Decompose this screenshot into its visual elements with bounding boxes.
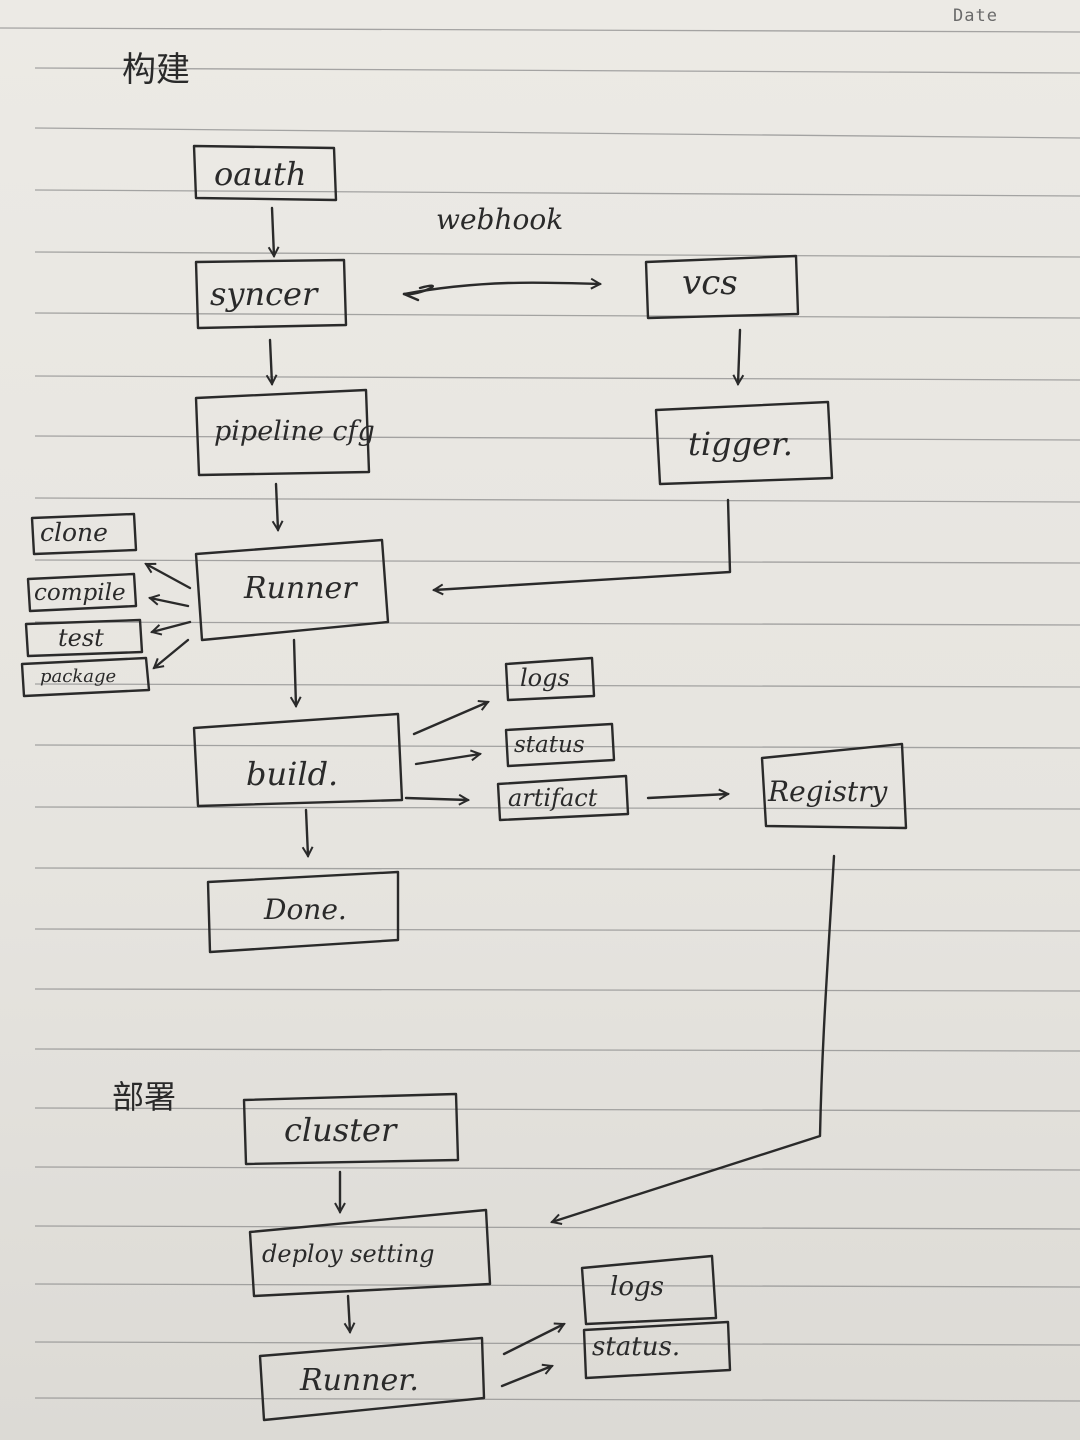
- arrow-pipeline-runner: [276, 482, 278, 530]
- artifact-label: artifact: [508, 784, 598, 812]
- deploy-logs-box: [580, 1254, 718, 1326]
- runner-box: [194, 538, 390, 642]
- arrow-deploy-logs: [502, 1324, 564, 1356]
- arrow-runner-package: [154, 638, 190, 668]
- trigger-label: tigger.: [688, 425, 793, 463]
- test-box: [24, 618, 144, 658]
- status-label: status: [514, 732, 585, 758]
- done-label: Done.: [264, 893, 347, 926]
- cluster-box: [242, 1092, 460, 1166]
- arrow-runner-build: [294, 638, 296, 706]
- build-box: [192, 712, 404, 808]
- build-label: build.: [246, 755, 339, 793]
- arrow-oauth-syncer: [272, 206, 274, 256]
- clone-box: [30, 512, 138, 556]
- deploy-status-box: [582, 1320, 732, 1380]
- pipeline-cfg-label: pipeline cfg: [214, 416, 375, 447]
- step-package-label: package: [40, 666, 117, 687]
- registry-label: Registry: [768, 775, 888, 808]
- done-box: [206, 870, 400, 954]
- deploy-runner-label: Runner.: [300, 1363, 419, 1398]
- arrow-vcs-trigger: [738, 328, 740, 384]
- arrow-build-status: [414, 754, 480, 766]
- arrow-syncer-pipeline: [270, 338, 272, 384]
- pipeline-cfg-box: [194, 388, 371, 477]
- arrow-build-done: [306, 808, 308, 856]
- artifact-box: [496, 774, 630, 822]
- logs-box: [504, 656, 596, 702]
- build-section-heading: 构建: [122, 50, 190, 90]
- arrow-registry-deploy: [552, 854, 836, 1222]
- cluster-label: cluster: [284, 1111, 397, 1149]
- webhook-label: webhook: [436, 203, 564, 236]
- arrow-deploy-runner: [348, 1294, 350, 1332]
- logs-label: logs: [520, 664, 570, 692]
- date-label: Date: [953, 6, 998, 26]
- step-test-label: test: [58, 624, 104, 652]
- arrow-trigger-runner: [434, 498, 732, 590]
- deploy-section-heading: 部署: [112, 1078, 177, 1116]
- vcs-label: vcs: [682, 263, 738, 303]
- arrow-runner-test: [152, 620, 192, 632]
- deploy-setting-label: deploy setting: [262, 1240, 435, 1268]
- arrow-runner-clone: [146, 562, 192, 590]
- vcs-box: [644, 254, 800, 320]
- deploy-runner-box: [258, 1336, 486, 1422]
- package-box: [20, 656, 151, 698]
- arrow-runner-compile: [150, 598, 190, 608]
- arrow-syncer-vcs: [402, 283, 600, 296]
- step-compile-label: compile: [34, 580, 126, 606]
- registry-box: [760, 742, 908, 830]
- oauth-label: oauth: [214, 155, 307, 193]
- compile-box: [26, 572, 138, 613]
- trigger-box: [654, 400, 834, 486]
- oauth-box: [192, 144, 338, 202]
- arrow-deploy-status: [500, 1366, 552, 1388]
- runner-label: Runner: [244, 571, 357, 606]
- step-clone-label: clone: [40, 518, 108, 547]
- deploy-logs-label: logs: [610, 1272, 664, 1302]
- deploy-setting-box: [248, 1208, 492, 1298]
- deploy-status-label: status.: [592, 1332, 681, 1362]
- arrow-build-artifact: [404, 798, 468, 800]
- syncer-box: [194, 258, 348, 330]
- arrow-artifact-registry: [646, 794, 728, 798]
- arrow-build-logs: [412, 702, 488, 736]
- status-box: [504, 722, 616, 768]
- syncer-label: syncer: [210, 275, 318, 313]
